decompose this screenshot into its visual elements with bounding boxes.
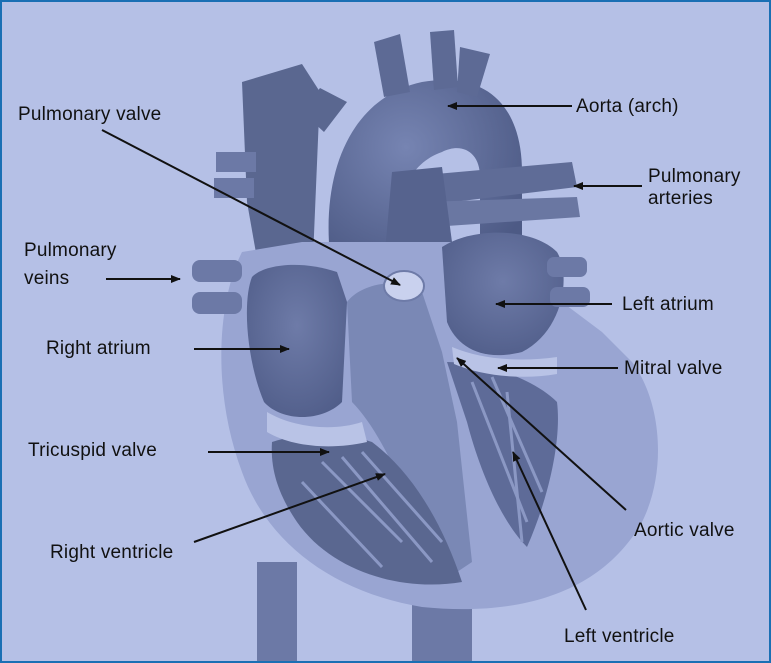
label-mitral-valve: Mitral valve <box>624 358 722 379</box>
label-right-atrium: Right atrium <box>46 338 151 359</box>
label-right-ventricle: Right ventricle <box>50 542 173 563</box>
label-pulmonary-arteries-2: arteries <box>648 188 713 209</box>
label-tricuspid-valve: Tricuspid valve <box>28 440 157 461</box>
label-left-atrium: Left atrium <box>622 294 714 315</box>
label-pulmonary-valve: Pulmonary valve <box>18 104 161 125</box>
label-pulmonary-arteries-1: Pulmonary <box>648 166 741 187</box>
label-pulmonary-veins-2: veins <box>24 268 69 289</box>
label-left-ventricle: Left ventricle <box>564 626 675 647</box>
label-pulmonary-veins-1: Pulmonary <box>24 240 117 261</box>
pulmonary-valve-shape <box>384 271 424 301</box>
right-atrium-chamber <box>247 265 347 417</box>
label-aortic-valve: Aortic valve <box>634 520 735 541</box>
label-aorta-arch: Aorta (arch) <box>576 96 679 117</box>
